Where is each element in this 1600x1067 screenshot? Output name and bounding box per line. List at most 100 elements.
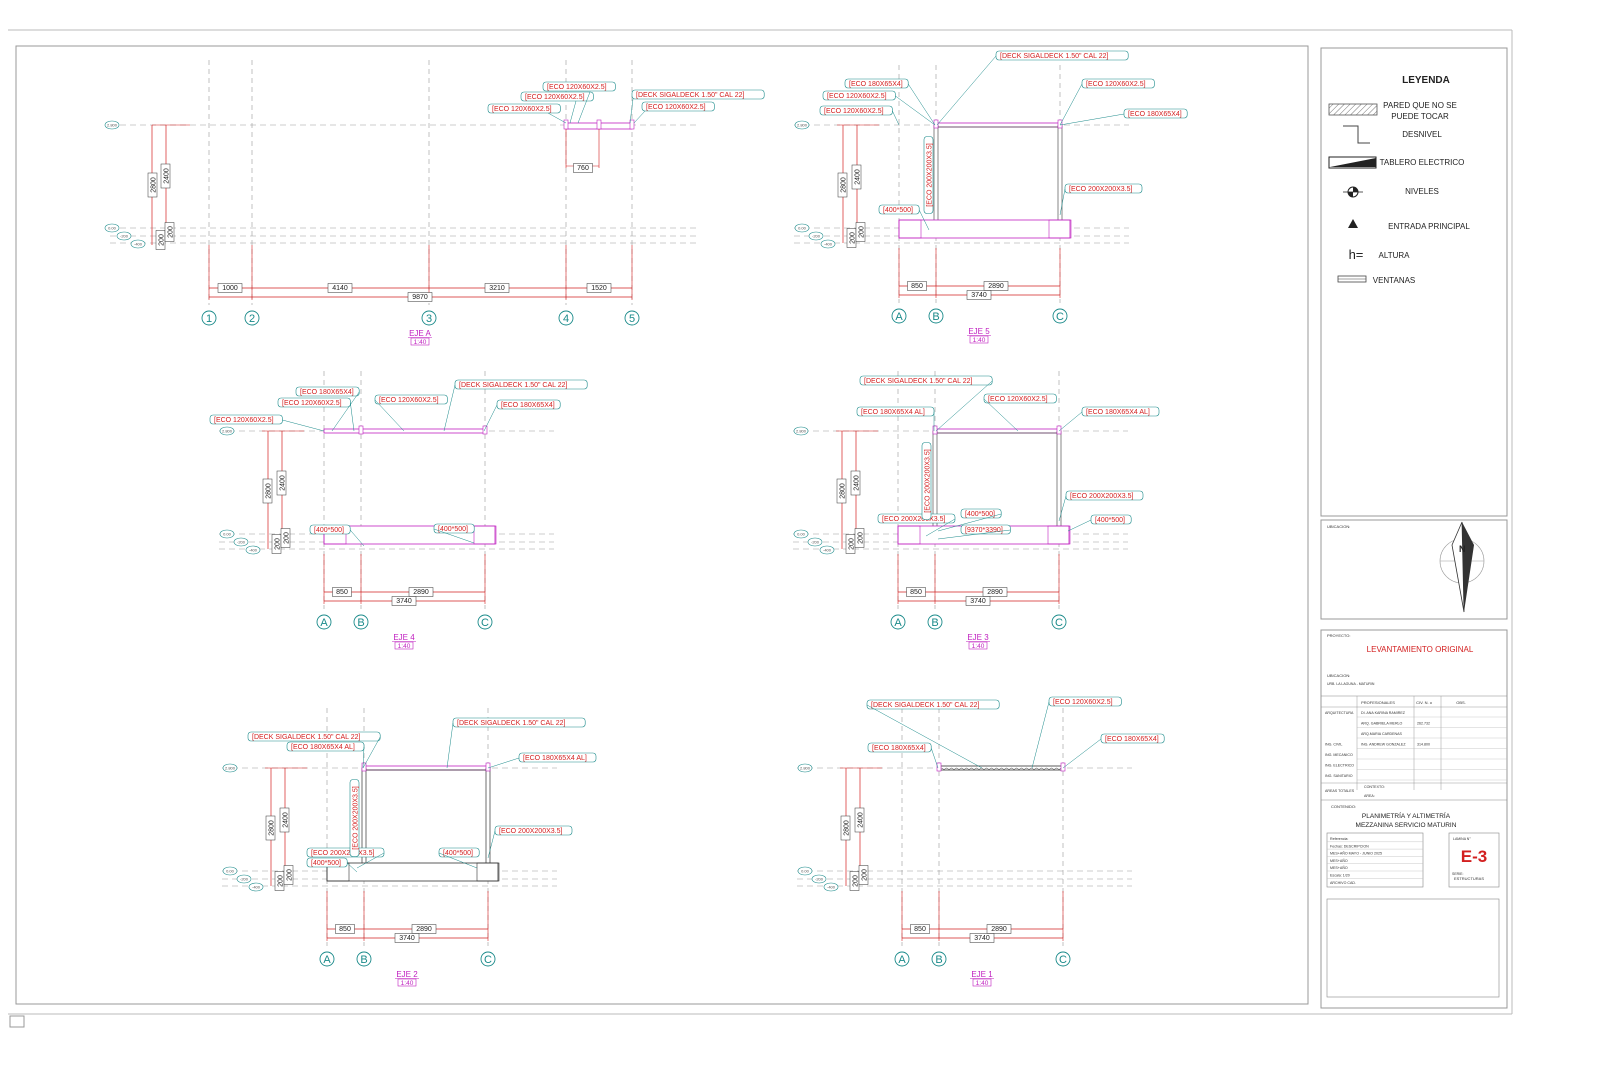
drawing-scale: 1:40 bbox=[401, 980, 414, 987]
svg-text:[ECO 120X60X2.5]: [ECO 120X60X2.5] bbox=[492, 106, 552, 113]
location-value: URB. LA LAGUNA - MATURIN bbox=[1327, 682, 1375, 686]
member-label: [ECO 120X60X2.5] bbox=[983, 393, 1057, 404]
member-label: [ECO 180X65X4 AL] bbox=[1081, 406, 1160, 417]
dim-2400: 2400 bbox=[851, 164, 862, 190]
reference-row: MES+AÑO MAYO - JUNIO 2025 bbox=[1330, 851, 1382, 856]
member-label: [9370*3390] bbox=[960, 524, 1011, 535]
svg-text:[ECO 180X65X4 AL]: [ECO 180X65X4 AL] bbox=[523, 755, 587, 762]
drawing-title: EJE 2 bbox=[396, 970, 418, 979]
svg-text:B: B bbox=[357, 617, 364, 629]
svg-text:2400: 2400 bbox=[164, 168, 171, 184]
axis-bubble-a: A bbox=[891, 308, 907, 324]
location-panel: UBICACION: N bbox=[1320, 519, 1508, 620]
member-label: [ECO 180X65X4] bbox=[867, 742, 932, 753]
svg-text:-400: -400 bbox=[824, 242, 833, 247]
svg-text:[DECK SIGALDECK 1.50" CAL 22]: [DECK SIGALDECK 1.50" CAL 22] bbox=[459, 382, 567, 389]
svg-text:0.00: 0.00 bbox=[798, 226, 807, 231]
content-line-1: PLANIMETRÍA Y ALTIMETRÍA bbox=[1362, 811, 1451, 820]
member-label: [ECO 180X65X4] bbox=[1100, 733, 1165, 744]
svg-text:2.800: 2.800 bbox=[107, 123, 118, 128]
level-marker: -200 bbox=[807, 537, 823, 547]
level-marker: 2.800 bbox=[793, 426, 809, 436]
svg-text:2800: 2800 bbox=[844, 820, 851, 836]
svg-text:2.800: 2.800 bbox=[800, 766, 811, 771]
svg-text:2.800: 2.800 bbox=[225, 766, 236, 771]
svg-text:3740: 3740 bbox=[396, 598, 412, 605]
svg-text:B: B bbox=[935, 954, 942, 966]
axis-bubble-1: 1 bbox=[201, 310, 217, 326]
dim-2400: 2400 bbox=[160, 163, 171, 189]
member-label: [ECO 200X200X3.5] bbox=[877, 513, 956, 524]
member-label: [ECO 200X200X3.5] bbox=[1065, 490, 1144, 501]
svg-text:[ECO 200X200X3.5]: [ECO 200X200X3.5] bbox=[1069, 186, 1132, 193]
dim-2890: 2890 bbox=[986, 924, 1012, 934]
svg-text:850: 850 bbox=[911, 283, 923, 290]
svg-text:3740: 3740 bbox=[974, 935, 990, 942]
legend-item-label: ALTURA bbox=[1379, 251, 1411, 260]
table-cell: ING. ANDREW GONZALEZ bbox=[1361, 743, 1406, 747]
svg-text:[400*500]: [400*500] bbox=[314, 527, 344, 534]
member-label: [ECO 120X60X2.5] bbox=[1081, 78, 1155, 89]
series-value: ESTRUCTURAS bbox=[1454, 876, 1484, 881]
level-marker: 2.800 bbox=[104, 120, 120, 130]
dim-3740: 3740 bbox=[394, 933, 420, 943]
svg-text:B: B bbox=[931, 617, 938, 629]
svg-text:[ECO 200X200X3.5]: [ECO 200X200X3.5] bbox=[1070, 493, 1133, 500]
svg-text:[DECK SIGALDECK 1.50" CAL 22]: [DECK SIGALDECK 1.50" CAL 22] bbox=[636, 92, 744, 99]
member-label: [DECK SIGALDECK 1.50" CAL 22] bbox=[454, 379, 588, 390]
label-eco-120: [ECO 120X60X2.5] bbox=[487, 103, 561, 114]
dim-1520: 1520 bbox=[586, 283, 612, 293]
column-right bbox=[485, 767, 491, 872]
dim-200: 200 bbox=[854, 528, 865, 548]
svg-text:1000: 1000 bbox=[222, 285, 238, 292]
legend-item-label: PARED QUE NO SE bbox=[1383, 101, 1457, 110]
svg-text:C: C bbox=[1055, 617, 1063, 629]
svg-text:2.800: 2.800 bbox=[797, 123, 808, 128]
series-label: SERIE: bbox=[1452, 872, 1464, 876]
level-marker: -200 bbox=[811, 874, 827, 884]
svg-text:B: B bbox=[932, 311, 939, 323]
svg-text:3740: 3740 bbox=[399, 935, 415, 942]
axis-bubble-2: 2 bbox=[244, 310, 260, 326]
member-label: [ECO 180X65X4] bbox=[844, 78, 909, 89]
content-label: CONTENIDO: bbox=[1331, 804, 1356, 809]
svg-text:200: 200 bbox=[850, 232, 857, 244]
svg-text:850: 850 bbox=[336, 589, 348, 596]
drawing-title: EJE 4 bbox=[393, 633, 415, 642]
level-marker: -400 bbox=[820, 239, 836, 249]
table-cell: DI. ANA KARINA RAMIREZ bbox=[1361, 711, 1406, 715]
dim-3740: 3740 bbox=[391, 596, 417, 606]
footing-beam bbox=[898, 219, 1071, 239]
svg-text:4: 4 bbox=[563, 313, 569, 325]
location-label-2: UBICACION: bbox=[1327, 673, 1350, 678]
footing-beam bbox=[326, 862, 499, 882]
dim-850: 850 bbox=[332, 587, 352, 597]
svg-text:[ECO 120X60X2.5]: [ECO 120X60X2.5] bbox=[547, 84, 607, 91]
dim-2890: 2890 bbox=[983, 281, 1009, 291]
height-icon: h= bbox=[1349, 247, 1364, 262]
svg-text:-200: -200 bbox=[240, 877, 249, 882]
label-deck: [DECK SIGALDECK 1.50" CAL 22] bbox=[631, 89, 765, 100]
dim-2890: 2890 bbox=[982, 587, 1008, 597]
svg-text:[400*500]: [400*500] bbox=[883, 207, 913, 214]
column-right bbox=[1056, 430, 1062, 535]
dim-2800: 2800 bbox=[840, 815, 851, 841]
reference-row: MES+AÑO bbox=[1330, 865, 1348, 870]
beam-section bbox=[1056, 425, 1062, 435]
member-label: [ECO 200X200X3.5] bbox=[306, 847, 385, 858]
svg-text:[DECK SIGALDECK 1.50" CAL 22]: [DECK SIGALDECK 1.50" CAL 22] bbox=[1000, 53, 1108, 60]
table-cell: 314.800 bbox=[1417, 743, 1430, 747]
member-label: [400*500] bbox=[306, 857, 348, 868]
dim-200: 200 bbox=[858, 865, 869, 885]
project-label: PROYECTO: bbox=[1327, 633, 1351, 638]
svg-text:[DECK SIGALDECK 1.50" CAL 22]: [DECK SIGALDECK 1.50" CAL 22] bbox=[871, 702, 979, 709]
svg-text:[400*500]: [400*500] bbox=[438, 526, 468, 533]
dim-760: 760 bbox=[573, 163, 593, 173]
svg-text:2400: 2400 bbox=[858, 812, 865, 828]
svg-text:[ECO 180X65X4]: [ECO 180X65X4] bbox=[872, 745, 926, 752]
dim-850: 850 bbox=[907, 281, 927, 291]
